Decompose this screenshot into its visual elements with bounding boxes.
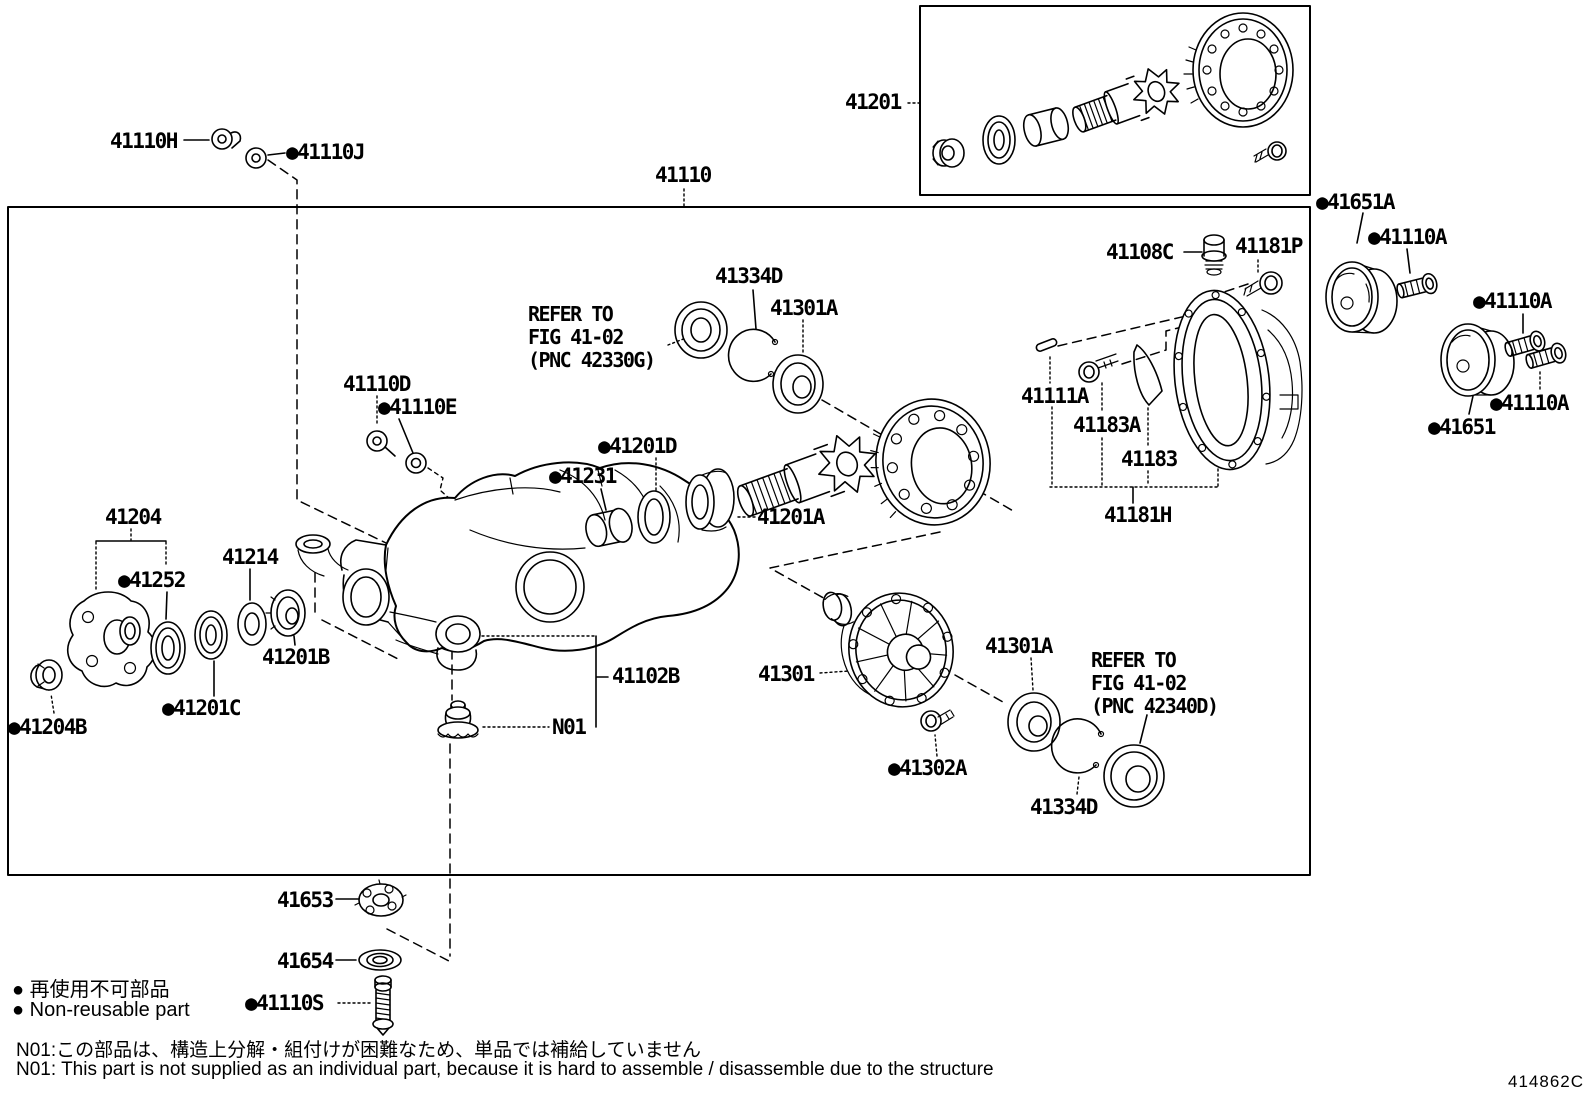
oil-seal-refer-42330G [674,301,728,359]
pin-41111A [1035,338,1058,352]
label-N01: N01 [552,715,587,739]
label-41654: 41654 [277,949,334,973]
label-41181P: 41181P [1235,234,1303,258]
label-41204B: ●41204B [8,715,88,739]
label-41201C: ●41201C [162,696,242,720]
doc-code: 414862C [1508,1072,1585,1091]
inset-box-41201 [919,5,1311,196]
pinion-kit-nut [932,138,965,168]
bolt-41110S [372,975,394,1036]
companion-flange-41204 [66,591,157,688]
label-41201D: ●41201D [598,434,678,458]
spacer-41231 [585,507,633,548]
bolt-41183A [1078,353,1119,383]
label-41334D-top: 41334D [715,264,783,288]
label-41201: 41201 [845,90,902,114]
label-41201B: 41201B [262,645,330,669]
label-41651: ●41651 [1428,415,1496,439]
label-41302A: ●41302A [888,756,968,780]
bolt-41110A-1 [1396,272,1438,299]
bolt-41302A [920,709,955,732]
bolt-41110A-2 [1504,330,1546,357]
clip-41110D [366,430,396,457]
label-41214: 41214 [222,545,279,569]
oil-seal-41201C [194,610,228,660]
assembly-dashed-lines [267,159,1249,962]
carrier-cover-41181H [1173,289,1303,471]
cushion-41651 [1440,323,1515,397]
differential-case-41301 [822,591,954,708]
label-41110H: 41110H [110,129,178,153]
label-41110A-3: ●41110A [1490,391,1570,415]
legend-non-reusable-en: ● Non-reusable part [12,999,190,1021]
washer-41214 [237,602,267,646]
footnote-n01-en: N01: This part is not supplied as an ind… [16,1059,994,1080]
bolt-41181P [1243,271,1283,297]
label-41334D-bottom: 41334D [1030,795,1098,819]
housing-side-opening [515,551,585,623]
footnote-n01-ja: N01:この部品は、構造上分解・組付けが困難なため、単品では補給していません [16,1040,701,1061]
label-41183A: 41183A [1073,413,1141,437]
label-41204: 41204 [105,505,162,529]
bearing-41301A-top [772,354,824,414]
differential-carrier-housing [295,461,740,671]
washer-41110J [245,147,267,169]
snap-ring-41334D-bottom [1050,718,1105,774]
label-41181H: 41181H [1104,503,1172,527]
stopper-N01 [437,700,479,739]
pinion-kit-drive-pinion [1072,68,1180,133]
slinger-41201D [637,490,671,544]
label-41110A-1: ●41110A [1368,225,1448,249]
breather-plug-41108C [1201,234,1227,276]
label-41110D: 41110D [343,372,411,396]
deflector-41252 [150,621,186,675]
label-41301A-bottom: 41301A [985,634,1053,658]
snap-ring-41334D-top [727,328,779,383]
label-41108C: 41108C [1106,240,1174,264]
retainer-41653 [354,879,407,917]
ring-gear-main [870,398,991,526]
washer-41654 [358,949,402,971]
label-41653: 41653 [277,888,334,912]
label-41183: 41183 [1121,447,1178,471]
bearing-cup-41201A [685,468,735,532]
label-41651A: ●41651A [1316,190,1396,214]
legend-non-reusable-ja: ● 再使用不可部品 [12,979,170,1001]
label-41110A-2: ●41110A [1473,289,1553,313]
bearing-41301A-bottom [1007,692,1061,752]
housing-stud-boss [295,534,349,577]
label-41301A-top: 41301A [770,296,838,320]
housing-ribs [454,469,680,550]
label-41102B: 41102B [612,664,680,688]
label-41111A: 41111A [1021,384,1089,408]
drive-pinion-main [736,434,877,517]
pinion-kit-spacer [1022,107,1070,147]
pinion-kit-bolt [1253,141,1287,163]
plate-41183 [1133,344,1163,406]
label-41301: 41301 [758,662,815,686]
pinion-kit-ring-gear [1183,12,1294,128]
label-41110S: ●41110S [245,991,325,1015]
label-41110J: ●41110J [286,140,366,164]
label-41231: ●41231 [549,464,617,488]
main-box-41110 [7,206,1311,876]
oil-seal-refer-42340D [1103,744,1165,808]
grommet-41110E [405,452,427,474]
leader-lines [50,102,1541,1004]
bearing-41201B [265,589,306,637]
refer-note-42330G: REFER TO FIG 41-02 (PNC 42330G) [528,302,656,372]
housing-mount-eye [389,611,481,671]
label-41201A: 41201A [757,505,825,529]
label-41252: ●41252 [118,568,186,592]
bolt-41110A-3 [1525,342,1567,369]
pinion-kit-oil-seal [982,115,1016,165]
nut-41204B [30,659,63,691]
clip-41110H [211,128,242,150]
cushion-41651A [1325,261,1398,334]
refer-note-42340D: REFER TO FIG 41-02 (PNC 42340D) [1091,648,1219,718]
label-41110: 41110 [655,163,712,187]
label-41110E: ●41110E [378,395,458,419]
